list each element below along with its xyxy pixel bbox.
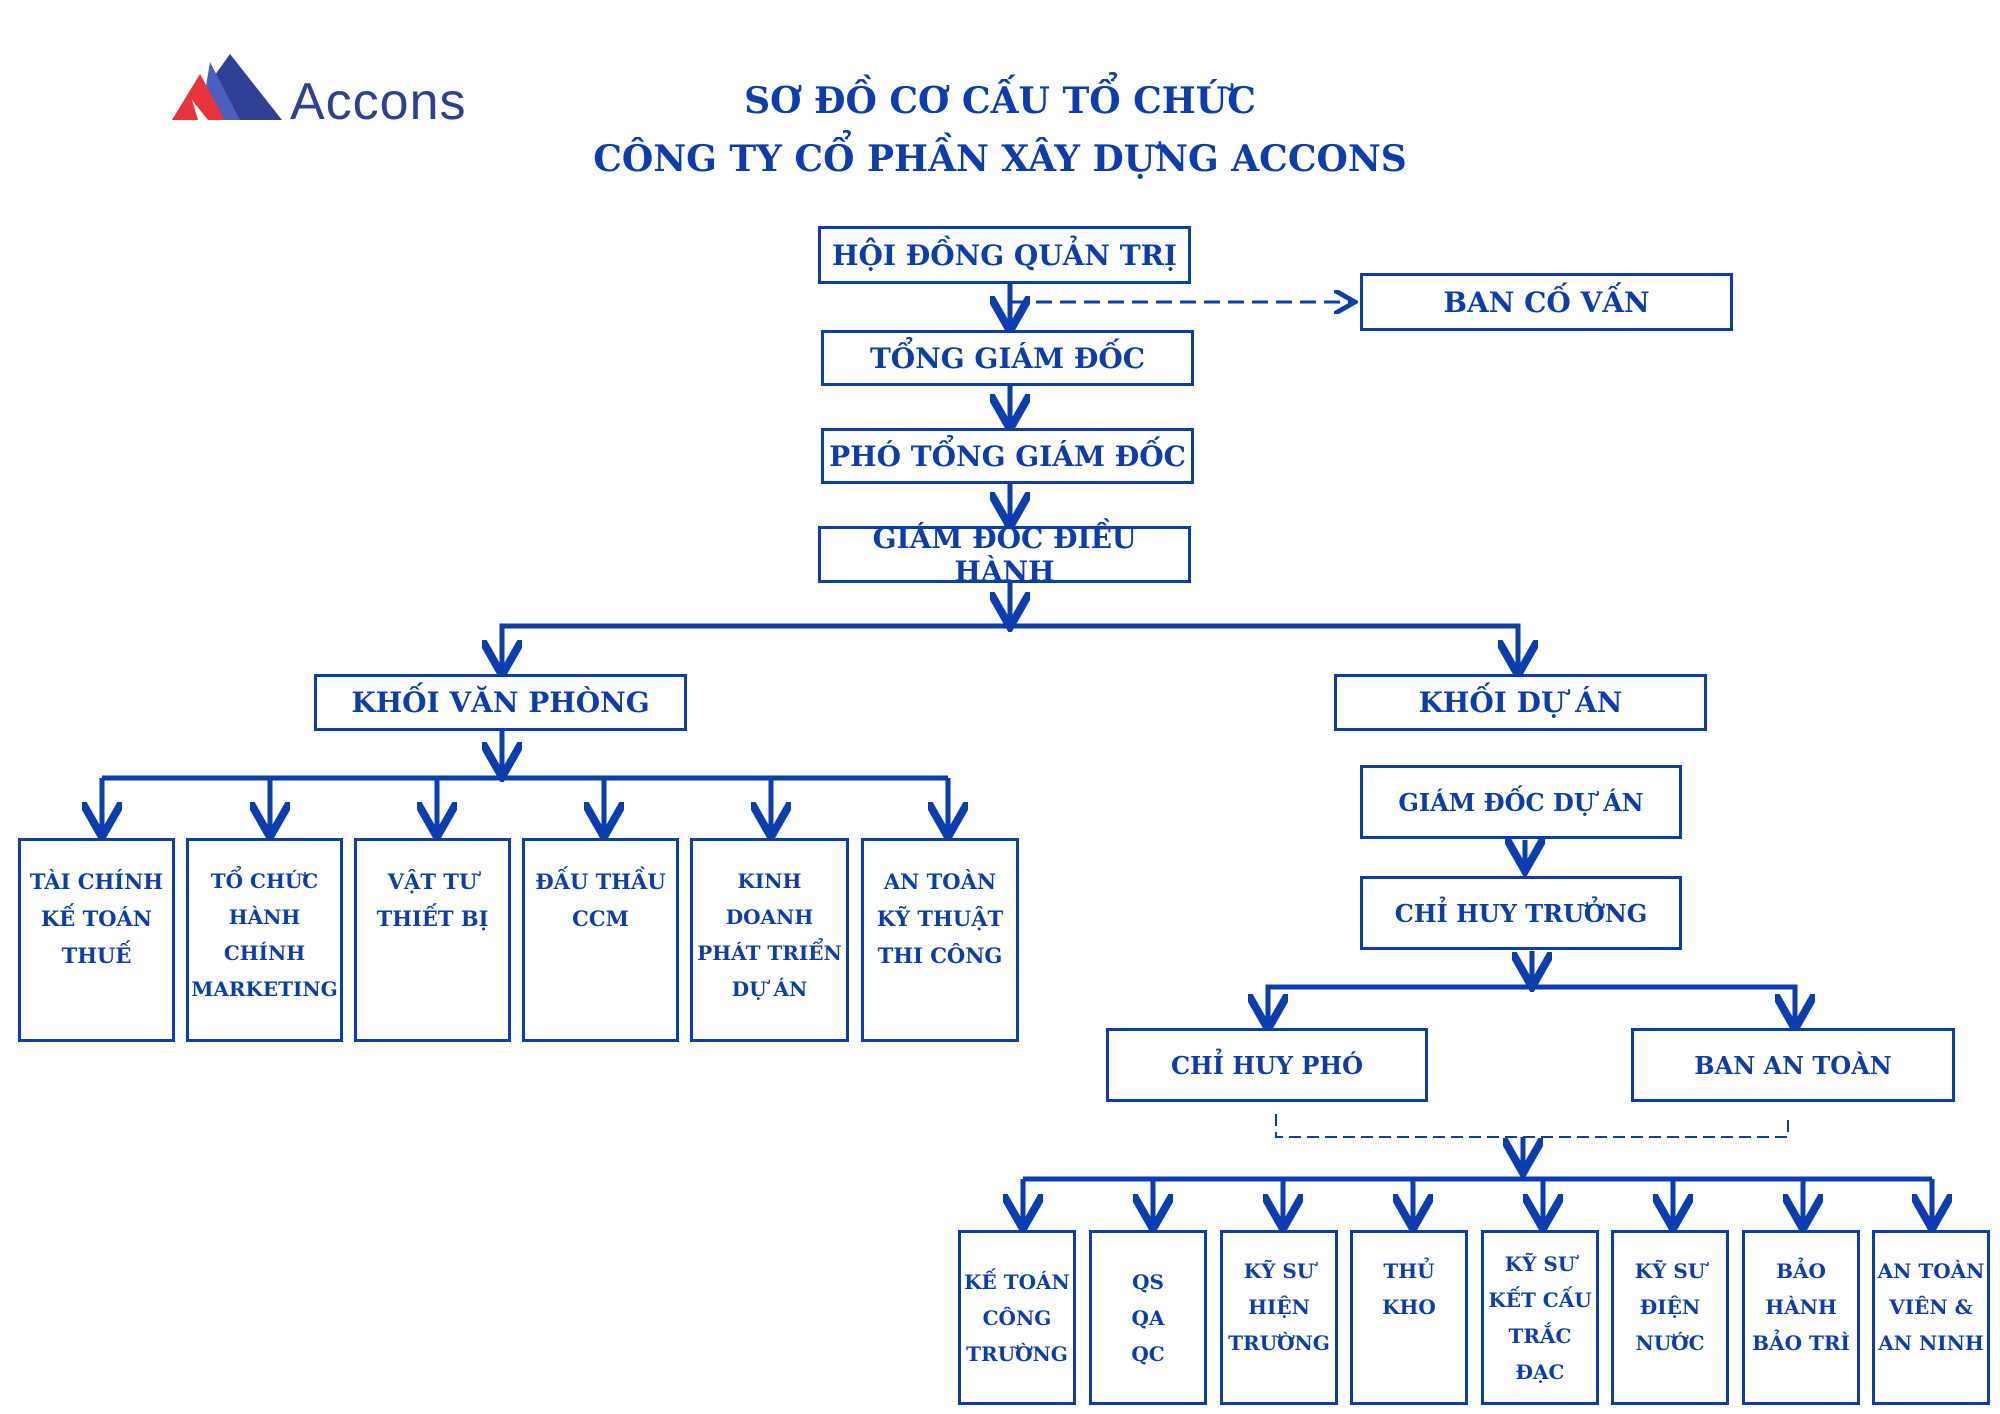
logo-text: Accons (290, 73, 467, 131)
site-role-box: QS QA QC (1089, 1230, 1207, 1405)
advisory-board-box: BAN CỐ VẤN (1360, 273, 1733, 331)
chart-title-line-2: CÔNG TY CỔ PHẦN XÂY DỰNG ACCONS (593, 138, 1407, 180)
site-role-box: KỸ SƯ KẾT CẤU TRẮC ĐẠC (1481, 1230, 1599, 1405)
project-block-box: KHỐI DỰ ÁN (1334, 674, 1707, 731)
board-of-directors-box: HỘI ĐỒNG QUẢN TRỊ (818, 226, 1191, 284)
office-department-box: AN TOÀN KỸ THUẬT THI CÔNG (861, 838, 1019, 1042)
deputy-ceo-box: PHÓ TỔNG GIÁM ĐỐC (821, 428, 1194, 484)
office-department-box: TÀI CHÍNH KẾ TOÁN THUẾ (18, 838, 175, 1042)
deputy-commander-box: CHỈ HUY PHÓ (1106, 1028, 1428, 1102)
office-department-box: VẬT TƯ THIẾT BỊ (354, 838, 511, 1042)
site-role-box: AN TOÀN VIÊN & AN NINH (1872, 1230, 1990, 1405)
project-director-box: GIÁM ĐỐC DỰ ÁN (1360, 765, 1682, 839)
dashed-bracket (1275, 1114, 1789, 1138)
office-block-box: KHỐI VĂN PHÒNG (314, 674, 687, 731)
safety-board-box: BAN AN TOÀN (1631, 1028, 1955, 1102)
office-department-box: TỔ CHỨC HÀNH CHÍNH MARKETING (186, 838, 343, 1042)
office-department-box: ĐẤU THẦU CCM (522, 838, 679, 1042)
site-commander-box: CHỈ HUY TRƯỞNG (1360, 876, 1682, 950)
site-role-box: KỸ SƯ ĐIỆN NƯỚC (1611, 1230, 1729, 1405)
executive-director-box: GIÁM ĐỐC ĐIỀU HÀNH (818, 522, 1191, 588)
chart-title-line-1: SƠ ĐỒ CƠ CẤU TỔ CHỨC (744, 80, 1256, 122)
site-role-box: KẾ TOÁN CÔNG TRƯỜNG (958, 1230, 1076, 1405)
office-department-box: KINH DOANH PHÁT TRIỂN DỰ ÁN (690, 838, 849, 1042)
site-role-box: BẢO HÀNH BẢO TRÌ (1742, 1230, 1860, 1405)
accons-logo-icon (172, 54, 282, 120)
site-role-box: THỦ KHO (1350, 1230, 1468, 1405)
site-role-box: KỸ SƯ HIỆN TRƯỜNG (1220, 1230, 1338, 1405)
ceo-box: TỔNG GIÁM ĐỐC (821, 330, 1194, 386)
